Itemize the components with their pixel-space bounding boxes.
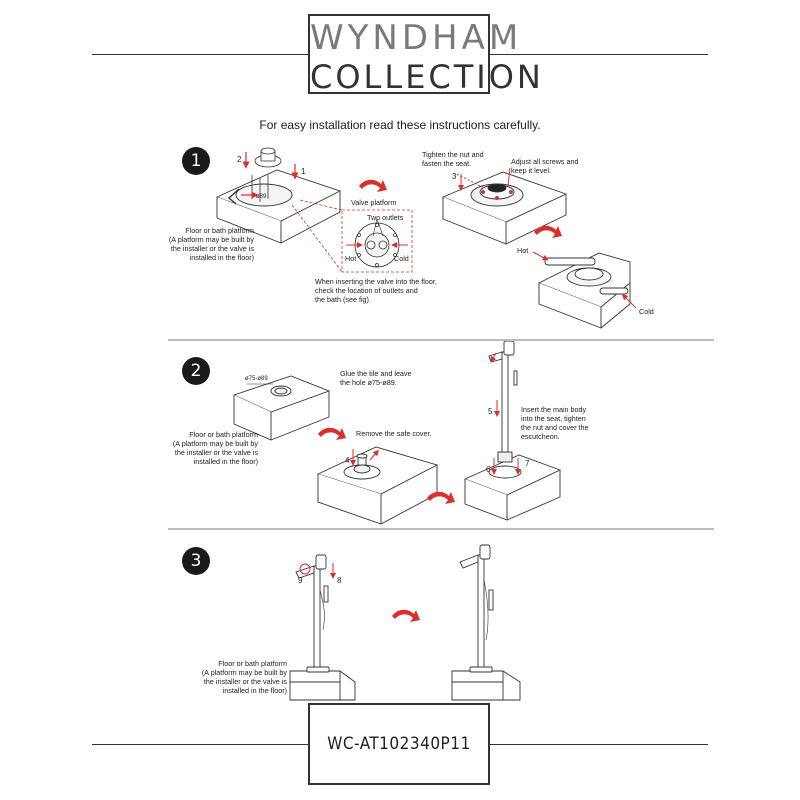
step2-remove-note: Remove the safe cover. <box>356 429 432 438</box>
step1-insert-note: When inserting the valve into the floor,… <box>315 277 437 304</box>
callout-6: 6 <box>486 465 491 474</box>
step-divider-1 <box>168 339 714 341</box>
step3-number-badge: 3 <box>182 547 210 575</box>
step3-arrow <box>392 609 420 622</box>
callout-1: 1 <box>301 167 306 176</box>
valve-platform-detail <box>354 222 400 268</box>
valve-platform-label: Valve platform <box>351 198 397 207</box>
footer-rule-right <box>490 744 708 745</box>
pipe-cold-label: Cold <box>639 307 654 316</box>
step2-tile-block <box>232 375 331 441</box>
callout-5: 5 <box>488 407 493 416</box>
detail-cold-label: Cold <box>394 254 409 263</box>
two-outlets-label: Two outlets <box>367 213 404 222</box>
step2-cover-block <box>316 446 439 525</box>
step2-arrow-a <box>318 427 346 440</box>
step3-faucet-left <box>289 554 356 701</box>
callout-2: 2 <box>237 155 242 164</box>
diameter-label: ø89 <box>256 194 267 200</box>
model-number: WC-AT102340P11 <box>308 703 490 785</box>
detail-hot-label: Hot <box>345 254 357 263</box>
step2-faucet-block <box>463 340 562 521</box>
step-divider-2 <box>168 528 714 530</box>
footer-rule-left <box>92 744 308 745</box>
step1-platform-note: Floor or bath platform(A platform may be… <box>168 226 254 262</box>
step1-pipe-block <box>537 252 631 329</box>
step1-floor-block <box>215 169 342 244</box>
step2-number-badge: 2 <box>182 357 210 385</box>
callout-9: 9 <box>298 576 303 585</box>
brand-line1: WYNDHAM <box>310 18 523 58</box>
step1-arrow-a <box>359 179 387 192</box>
step1-number-badge: 1 <box>182 147 210 175</box>
callout-7: 7 <box>525 459 530 468</box>
pipe-hot-label: Hot <box>517 246 529 255</box>
hole-dimension-label: ø75-ø89 <box>245 376 268 382</box>
header-rule-right <box>490 54 708 55</box>
callout-3: 3 <box>452 172 457 181</box>
step3-platform-note: Floor or bath platform(A platform may be… <box>201 659 287 695</box>
intro-text: For easy installation read these instruc… <box>259 118 541 132</box>
step2-platform-note: Floor or bath platform(A platform may be… <box>172 430 258 466</box>
callout-8: 8 <box>337 576 342 585</box>
step1-seat-block <box>441 171 568 245</box>
header-rule-left <box>92 54 308 55</box>
step1-callout-arrows <box>241 152 299 199</box>
callout-4: 4 <box>345 456 350 465</box>
step3-faucet-right <box>451 544 521 701</box>
zoom-lines <box>291 199 413 273</box>
step1-valve <box>251 147 282 202</box>
